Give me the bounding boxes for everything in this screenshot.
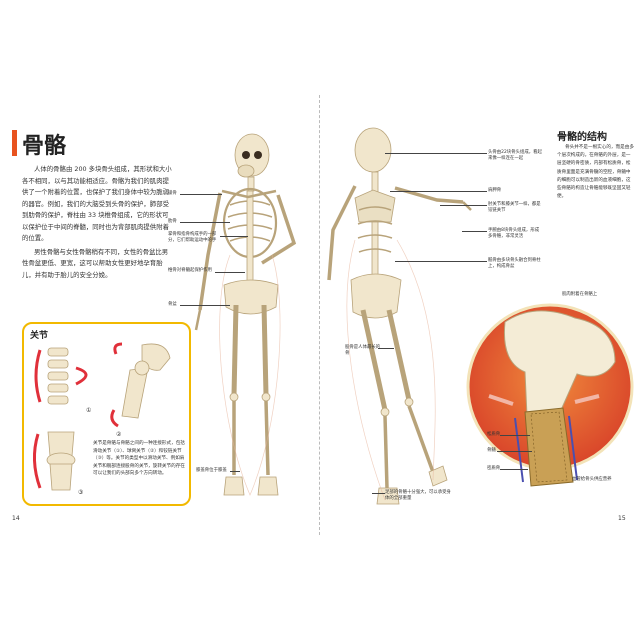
joint-illustrations: ① ② ③ [33,342,171,496]
callout-compact-bone: 密质骨 [487,466,501,471]
front-skeleton-figure [194,133,297,496]
leader-marrow [497,451,532,452]
page-gutter [319,95,322,535]
label-foot: 足部的骨骼十分强大，可以承受身体的全部重量 [385,490,451,501]
leader-skull [385,153,487,154]
leader-rib [180,222,230,223]
leader-kneecap [230,471,240,472]
leader-femur [378,348,394,349]
intro-text: 人体的骨骼由 200 多块骨头组成，其形状和大小各不相同，以与其功能相适应。骨骼… [22,164,172,283]
label-vertebrae: 椎骨对脊髓起保护作用 [168,268,212,273]
bone-structure-illustration [466,303,634,487]
leader-clavicle [180,194,222,195]
label-skull: 头骨由22块骨头组成，看起来像一样连在一起 [488,150,542,161]
label-wrist: 手腕由8块骨头组成，形成多骨骼，非常灵活 [488,228,540,239]
leader-spongy-bone [500,435,530,436]
leader-hand-bones [220,236,248,237]
title-accent-bar [12,130,17,156]
back-skeleton-figure [327,127,472,505]
callout-spongy-bone: 松质骨 [487,432,501,437]
label-femur: 股骨是人体最长的骨 [345,345,381,356]
structure-title: 骨骼的结构 [557,132,607,143]
label-pelvis: 骨盆 [168,302,177,307]
leader-wrist [462,231,487,232]
label-scapula: 肩胛骨 [488,188,502,193]
joint-marker-2: ② [116,431,122,438]
structure-description: 骨头并不是一根实心的，而是由多个层次构成的。在骨骼的外层，是一层坚硬的骨密质，内… [557,145,634,200]
page-title: 骨骼 [22,134,67,159]
joint-marker-3: ③ [78,489,83,496]
label-hand-bones: 掌骨和指骨构成手的一部分，它们帮助运动中的手 [168,232,217,243]
joint-marker-1: ① [86,407,91,414]
joint-description: 关节是骨骼与骨骼之间的一种连接形式，包括滑动关节（①）、球窝关节（②）和铰链关节… [93,441,185,476]
label-sacrum: 骶骨由多块骨头融合到脊柱上，构成骨盆 [488,258,541,269]
label-rib: 肋骨 [168,219,177,224]
leader-vertebrae [215,272,245,273]
leader-elbow [440,205,487,206]
label-kneecap: 膝盖骨位于膝盖 [196,468,227,473]
leader-sacrum [395,261,487,262]
intro-paragraph-1: 人体的骨骼由 200 多块骨头组成，其形状和大小各不相同，以与其功能相适应。骨骼… [22,165,172,242]
callout-muscle: 肌肉附着在骨骼上 [562,292,598,297]
callout-marrow: 骨髓 [487,448,496,453]
leader-compact-bone [500,469,528,470]
leader-foot [372,493,385,494]
page-number-left: 14 [12,515,20,522]
label-clavicle: 锁骨 [168,191,177,196]
label-elbow: 肘关节和膝关节一样，都是铰链关节 [488,202,541,213]
page-number-right: 15 [618,515,626,522]
leader-pelvis [180,305,230,306]
leader-scapula [390,191,487,192]
callout-blood-vessel: 血管给骨头供应营养 [572,477,612,482]
joint-box-title: 关节 [30,331,49,341]
intro-paragraph-2: 男性骨骼与女性骨骼稍有不同，女性的骨盆比男性骨盆更低、更宽，这可以帮助女性更好地… [22,247,169,279]
